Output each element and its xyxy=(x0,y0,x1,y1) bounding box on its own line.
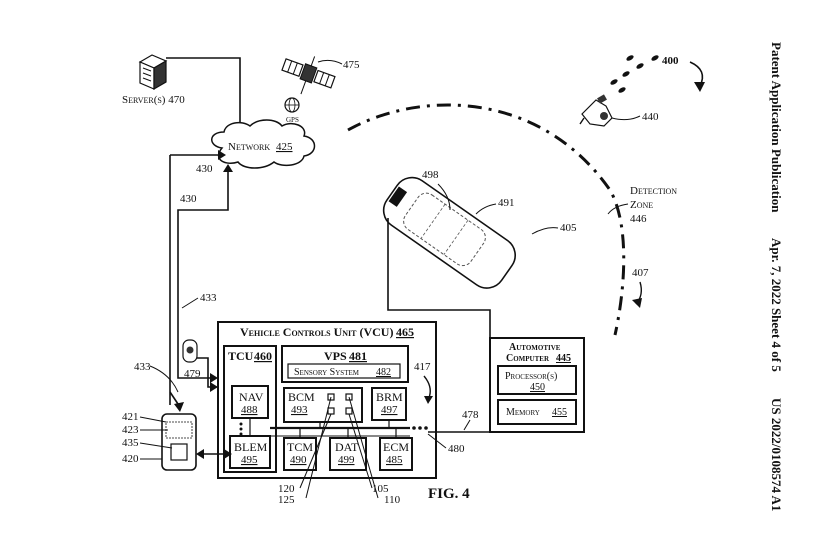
ref-407: 407 xyxy=(632,267,649,279)
vcu-ref: 465 xyxy=(396,325,414,339)
ref-430-mid: 430 xyxy=(180,193,197,205)
vps-box xyxy=(281,345,409,383)
detection-zone-ref: 446 xyxy=(630,213,647,225)
dat-label: DAT xyxy=(335,440,359,454)
detection-zone-label-2: Zone xyxy=(630,199,653,211)
publication-header: Patent Application Publication Apr. 7, 2… xyxy=(769,42,784,511)
processor-box xyxy=(497,365,577,395)
blem-label: BLEM xyxy=(234,440,268,454)
bcm-box xyxy=(283,387,363,423)
detection-zone-label-1: Detection xyxy=(630,185,677,197)
ref-417: 417 xyxy=(414,361,431,373)
processor-label: Processor(s) xyxy=(505,371,557,382)
publication-number: US 2022/0108574 A1 xyxy=(769,398,784,511)
brm-label: BRM xyxy=(376,390,403,404)
ref-105: 105 xyxy=(372,483,389,495)
network-label: Network xyxy=(228,141,270,153)
processor-ref: 450 xyxy=(530,382,545,393)
vehicle-computer-link xyxy=(387,218,491,338)
automotive-title-1: Automotive xyxy=(509,342,561,353)
automotive-computer-box xyxy=(489,337,585,433)
ref-125: 125 xyxy=(278,494,295,506)
ref-480: 480 xyxy=(448,443,465,455)
server-network-link xyxy=(166,57,241,132)
key-fob-icon xyxy=(182,339,198,363)
vehicle-illustration xyxy=(382,176,516,289)
network-ref: 425 xyxy=(276,141,293,153)
bcm-label: BCM xyxy=(288,390,315,404)
tcu-label: TCU xyxy=(228,349,254,363)
link-430-433 xyxy=(177,168,229,308)
blem-ref: 495 xyxy=(241,454,258,466)
ref-479: 479 xyxy=(184,368,201,380)
satellite-icon xyxy=(281,56,336,95)
ref-498: 498 xyxy=(422,169,439,181)
bcm-sensor-nodes xyxy=(327,393,353,415)
bcm-ref: 493 xyxy=(291,404,308,416)
ref-400: 400 xyxy=(662,55,679,67)
footprints-icon xyxy=(610,55,659,93)
ref-433-upper: 433 xyxy=(200,292,217,304)
server-icon xyxy=(138,54,168,91)
tcm-label: TCM xyxy=(287,440,313,454)
servers-label: Server(s) 470 xyxy=(122,94,185,106)
automotive-ref: 445 xyxy=(556,353,571,364)
tcm-ref: 490 xyxy=(290,454,307,466)
network-cloud xyxy=(211,119,316,169)
mobile-device-icon xyxy=(161,413,197,471)
ref-433-lower: 433 xyxy=(134,361,151,373)
nav-ref: 488 xyxy=(241,404,258,416)
sensory-system-ref: 482 xyxy=(376,367,391,378)
vps-label: VPS xyxy=(324,349,347,363)
ref-120: 120 xyxy=(278,483,295,495)
ref-423: 423 xyxy=(122,424,139,436)
satellite-ref: 475 xyxy=(343,59,360,71)
gps-globe-icon xyxy=(284,97,300,113)
ref-430-top: 430 xyxy=(196,163,213,175)
tcu-box xyxy=(223,345,277,473)
ecm-label: ECM xyxy=(383,440,409,454)
bus-ellipsis xyxy=(412,426,428,430)
publication-title: Patent Application Publication xyxy=(769,42,784,213)
ref-478: 478 xyxy=(462,409,479,421)
memory-label: Memory xyxy=(506,407,540,418)
vcu-title: Vehicle Controls Unit (VCU) xyxy=(240,325,393,339)
person-icon xyxy=(579,94,613,127)
ref-110: 110 xyxy=(384,494,401,506)
gps-label: GPS xyxy=(286,116,299,124)
ref-440: 440 xyxy=(642,111,659,123)
nav-label: NAV xyxy=(239,390,264,404)
tcu-ref: 460 xyxy=(254,349,272,363)
figure-label: FIG. 4 xyxy=(428,486,470,502)
ref-491: 491 xyxy=(498,197,515,209)
automotive-title-2: Computer xyxy=(506,353,550,364)
ecm-ref: 485 xyxy=(386,454,403,466)
ref-421: 421 xyxy=(122,411,139,423)
date-sheet: Apr. 7, 2022 Sheet 4 of 5 xyxy=(769,238,784,372)
memory-ref: 455 xyxy=(552,407,567,418)
sensory-system-box xyxy=(287,363,401,379)
ref-405: 405 xyxy=(560,222,577,234)
ref-420: 420 xyxy=(122,453,139,465)
sensory-system-label: Sensory System xyxy=(294,367,360,378)
brm-ref: 497 xyxy=(381,404,398,416)
ref-435: 435 xyxy=(122,437,139,449)
vcu-box xyxy=(217,321,437,479)
tcu-ellipsis xyxy=(239,422,243,436)
vps-ref: 481 xyxy=(349,349,367,363)
memory-box xyxy=(497,399,577,425)
dat-ref: 499 xyxy=(338,454,355,466)
detection-zone-arc xyxy=(347,103,626,336)
